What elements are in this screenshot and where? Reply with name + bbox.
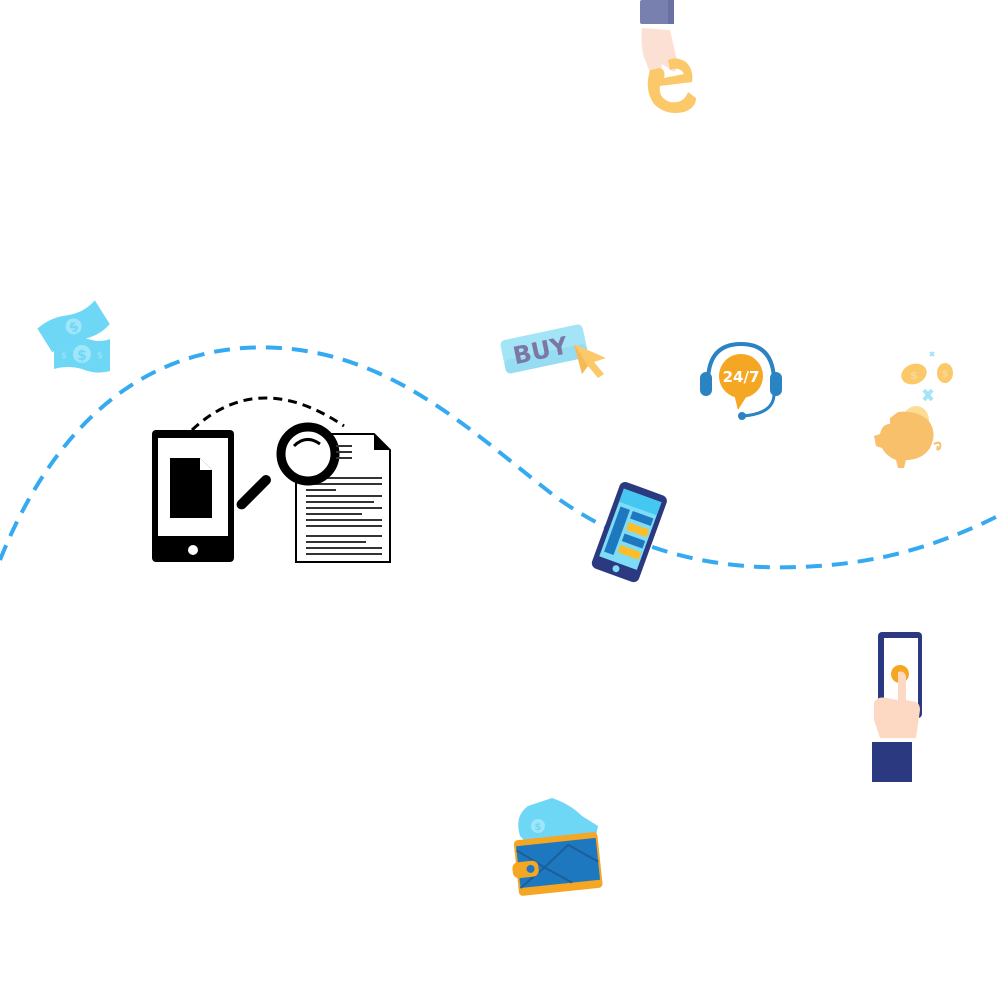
dashed-curve bbox=[0, 345, 1000, 570]
dollar-sign-small: $ bbox=[61, 351, 67, 361]
dollar-sign-small: $ bbox=[97, 351, 103, 361]
hand-e-letter-icon bbox=[640, 0, 696, 113]
dollar-sign: $ bbox=[535, 822, 542, 833]
dollar-sign: $ bbox=[77, 348, 87, 364]
piggy-bank-icon: $ $ bbox=[874, 351, 953, 468]
buy-button-icon: BUY bbox=[500, 324, 606, 378]
wallet-icon: $ bbox=[512, 798, 603, 896]
tap-phone-icon bbox=[872, 632, 922, 782]
mobile-app-icon bbox=[591, 481, 667, 583]
support-headset-icon: 24/7 bbox=[700, 341, 782, 420]
coin-symbol: $ bbox=[910, 369, 918, 382]
money-bills-icon: $ $ $ $ bbox=[37, 300, 110, 373]
document-search-icon bbox=[152, 396, 391, 563]
coin-symbol: $ bbox=[942, 369, 949, 380]
support-247-label: 24/7 bbox=[723, 368, 760, 386]
